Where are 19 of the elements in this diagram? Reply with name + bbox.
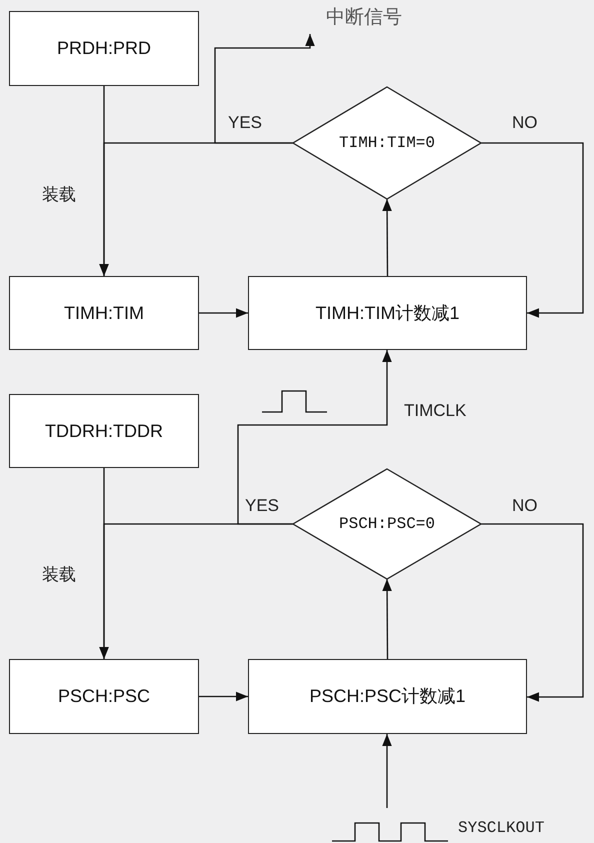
arrow [199,308,248,318]
process-box: PRDH:PRD [9,11,199,86]
arrow [382,734,392,808]
arrow [382,199,392,276]
arrow [199,692,248,702]
condition-text: TIMH:TIM=0 [338,133,435,154]
signal-label: 中断信号 [300,2,420,34]
process-box: TIMH:TIM计数减1 [248,276,527,350]
arrow [237,350,392,525]
arrow [382,579,392,659]
arrow [481,523,584,702]
process-box: PSCH:PSC计数减1 [248,659,527,734]
arrow [481,142,584,318]
process-box: TDDRH:TDDR [9,394,199,468]
process-box: PSCH:PSC [9,659,199,734]
process-box: TIMH:TIM [9,276,199,350]
signal-label: SYSCLKOUT [458,818,544,839]
condition-text: PSCH:PSC=0 [338,514,435,535]
arrow [214,34,315,144]
